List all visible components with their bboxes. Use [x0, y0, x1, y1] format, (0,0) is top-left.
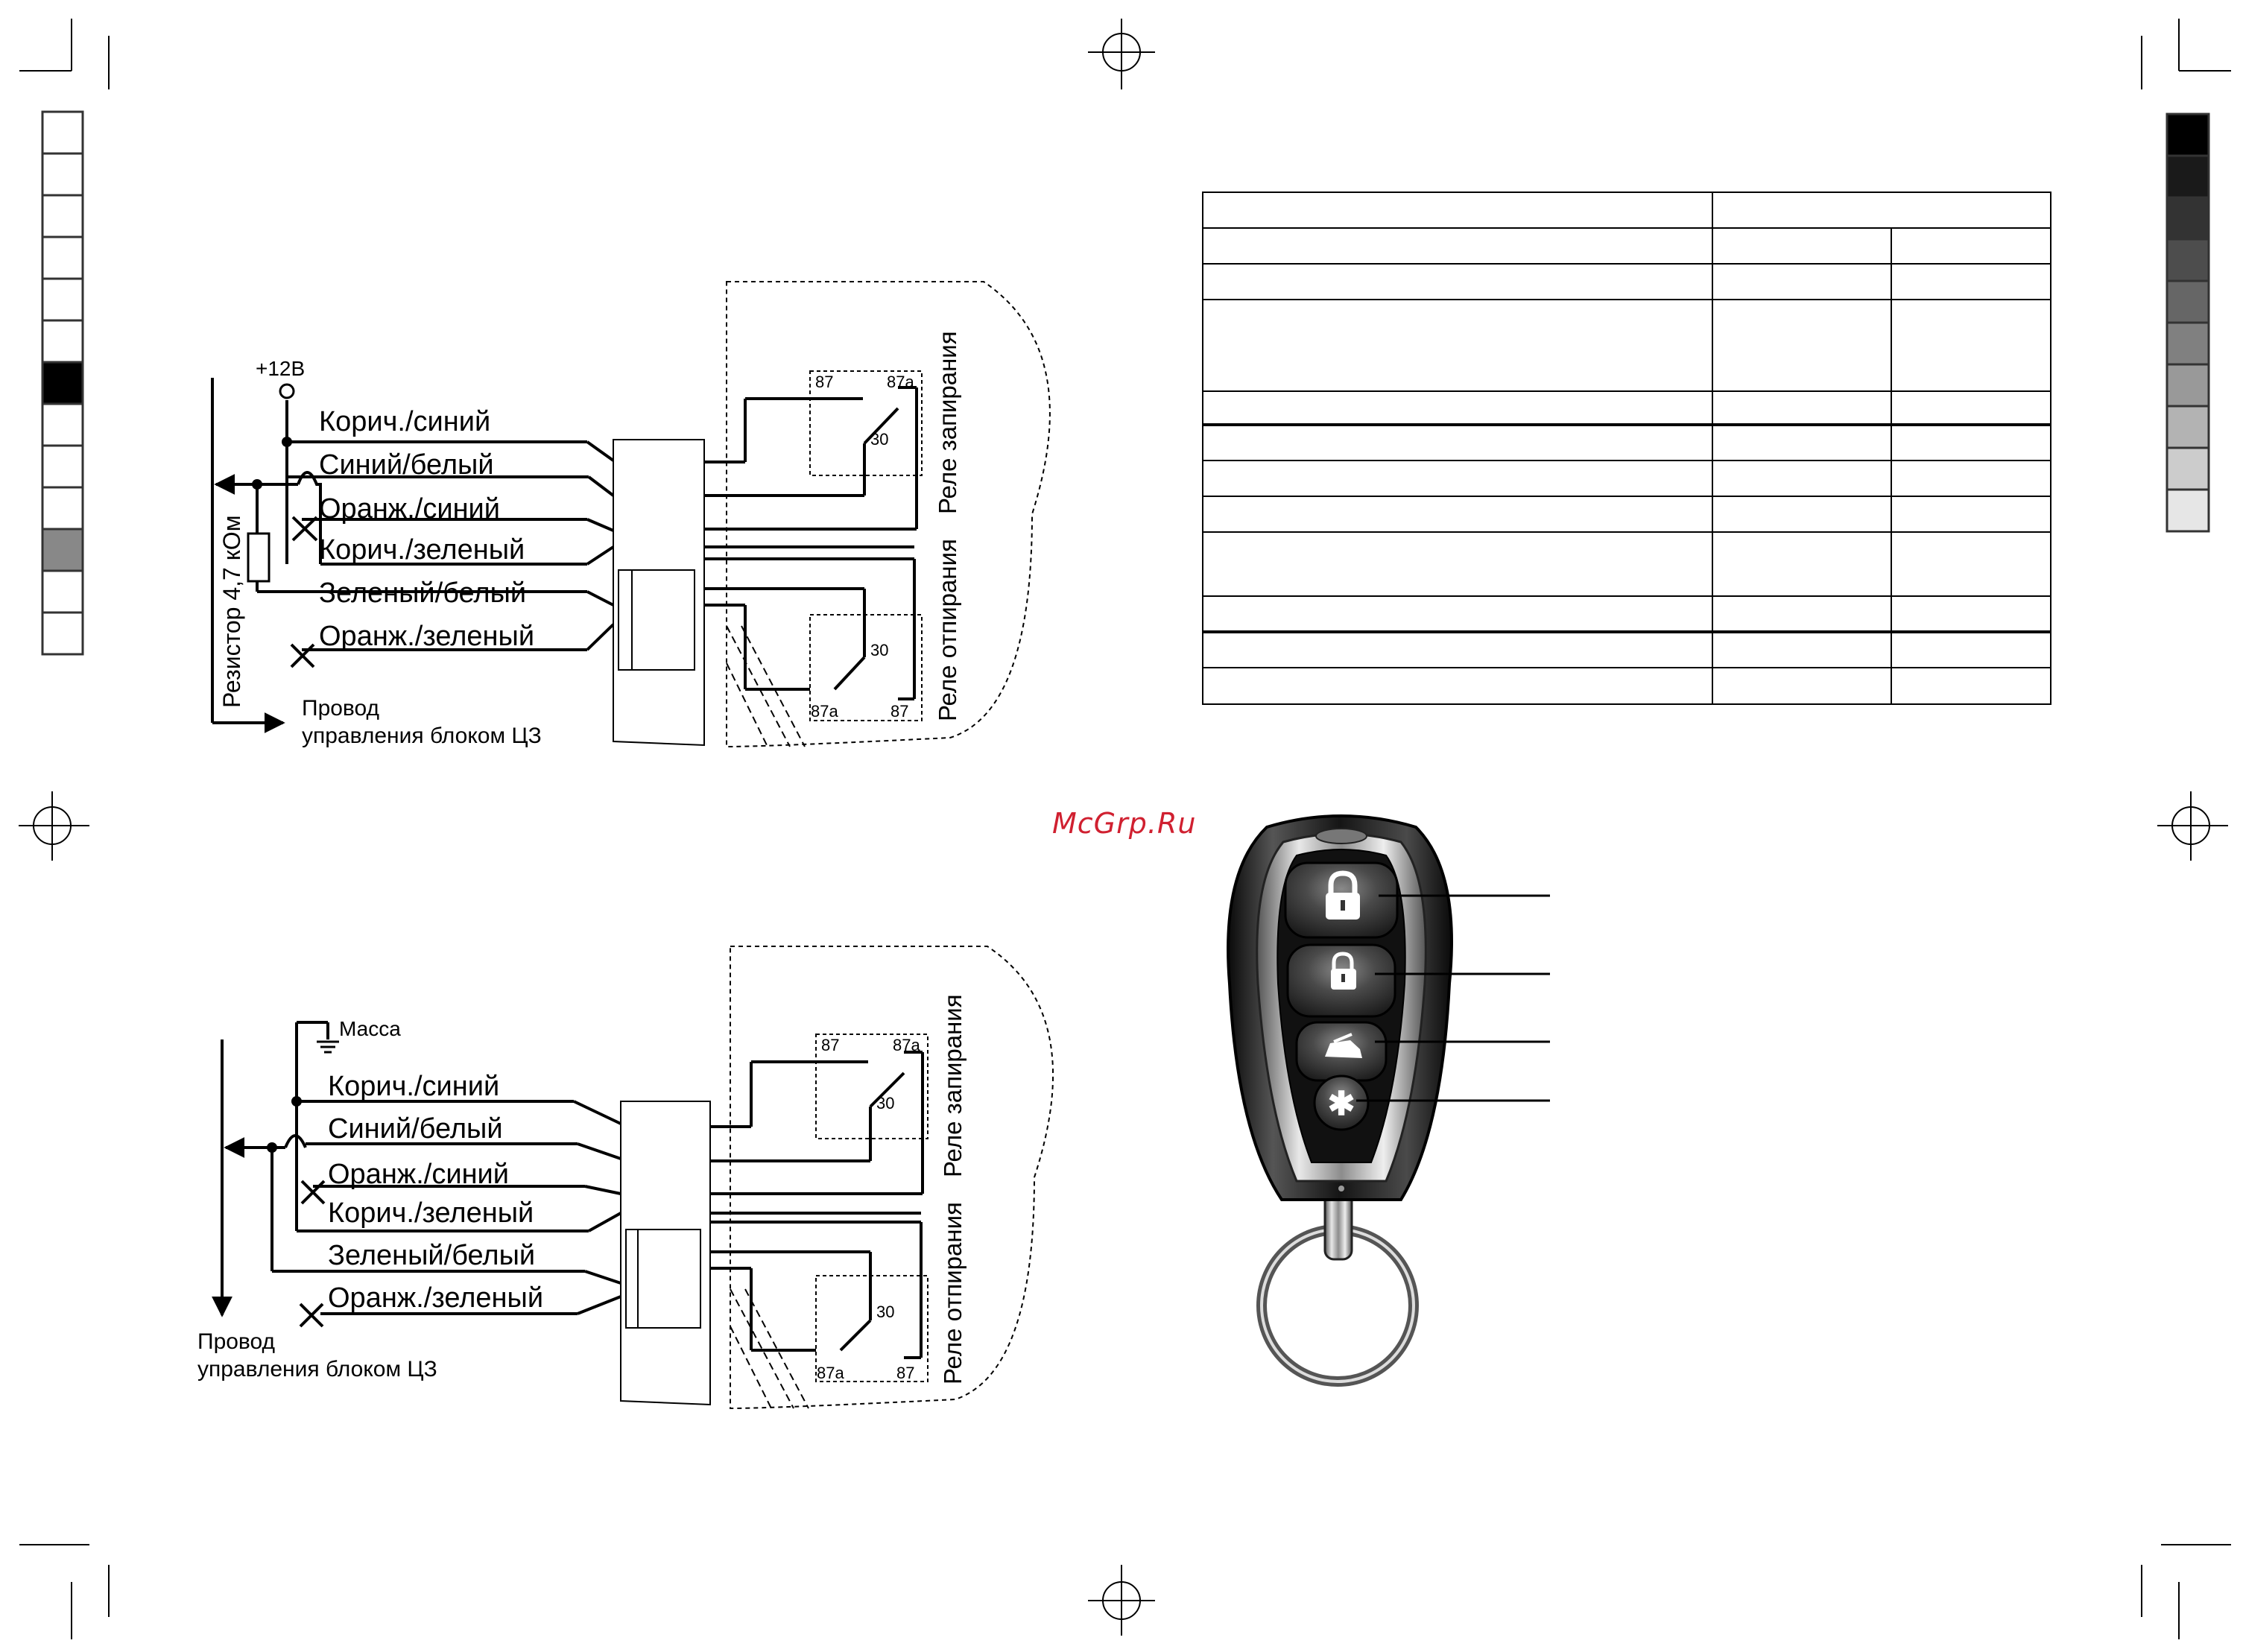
color-bar-patch — [41, 611, 84, 656]
wire-label-4: Корич./зеленый — [319, 534, 525, 566]
color-bar-patch — [41, 444, 84, 489]
grayscale-patch — [2166, 363, 2210, 408]
supply-terminal-top — [279, 383, 295, 399]
grayscale-patch — [2166, 113, 2210, 157]
grayscale-patch — [2166, 154, 2210, 199]
svg-text:87a: 87a — [893, 1036, 920, 1054]
svg-text:Оранж./синий: Оранж./синий — [328, 1159, 509, 1190]
svg-text:Зеленый/белый: Зеленый/белый — [328, 1240, 535, 1271]
color-bar-patch — [41, 486, 84, 531]
svg-text:87a: 87a — [817, 1364, 844, 1382]
wire-label-1: Корич./синий — [319, 406, 490, 437]
print-marks — [19, 19, 2231, 1639]
wire-label-6: Оранж./зеленый — [319, 621, 534, 652]
registration-mark-top — [1088, 19, 1155, 89]
remote-button-aux[interactable] — [1313, 1075, 1370, 1131]
wire-label-5: Зеленый/белый — [319, 577, 526, 609]
color-bar-patch — [41, 110, 84, 155]
registration-mark-right — [2157, 791, 2228, 861]
button-leader-lines — [1356, 894, 1550, 1102]
svg-text:Синий/белый: Синий/белый — [328, 1113, 503, 1145]
ground-label: Масса — [339, 1017, 401, 1040]
output-label-top-2: управления блоком ЦЗ — [302, 724, 542, 748]
color-bar-patch — [41, 402, 84, 447]
svg-text:30: 30 — [876, 1094, 894, 1113]
empty-table — [1202, 192, 2051, 705]
grayscale-bar-right — [2166, 113, 2210, 533]
output-label-bottom-2: управления блоком ЦЗ — [197, 1357, 437, 1382]
ground-symbol — [317, 1040, 339, 1054]
asterisk-icon: ✱ — [1328, 1086, 1355, 1122]
wire-label-3: Оранж./синий — [319, 493, 500, 525]
svg-text:87: 87 — [890, 702, 908, 721]
svg-text:87a: 87a — [811, 702, 838, 721]
color-bar-patch — [41, 528, 84, 572]
remote-key-fob: ✱ — [1227, 814, 1550, 1387]
wiring-diagram-ground: Масса Корич./синий Синий/белый Оранж./си… — [197, 946, 1054, 1410]
unlock-icon — [1331, 952, 1356, 990]
color-bar-patch — [41, 569, 84, 614]
svg-text:30: 30 — [870, 430, 888, 449]
wiring-diagram-positive: +12В Корич./синий Синий/белый Оранж./син… — [211, 281, 1051, 748]
watermark: McGrp.Ru — [1052, 807, 1197, 840]
resistor-label: Резистор 4,7 кОм — [218, 515, 245, 708]
color-bar-patch — [41, 361, 84, 405]
grayscale-patch — [2166, 446, 2210, 491]
registration-mark-bottom — [1088, 1565, 1155, 1636]
grayscale-patch — [2166, 405, 2210, 449]
resistor-top — [247, 532, 271, 583]
grayscale-patch — [2166, 196, 2210, 241]
relay-unlock-label-top: Реле отпирания — [934, 539, 961, 721]
relay-lock-label-top: Реле запирания — [934, 331, 961, 514]
svg-text:30: 30 — [870, 641, 888, 659]
svg-text:87: 87 — [815, 373, 833, 391]
color-bar-patch — [41, 152, 84, 197]
svg-text:Корич./зеленый: Корич./зеленый — [328, 1197, 534, 1229]
supply-label-top: +12В — [256, 357, 305, 380]
grayscale-patch — [2166, 321, 2210, 366]
module-outline-top — [726, 281, 1051, 748]
svg-text:87a: 87a — [887, 373, 914, 391]
color-bar-patch — [41, 277, 84, 322]
svg-text:87: 87 — [821, 1036, 839, 1054]
svg-text:Корич./синий: Корич./синий — [328, 1071, 499, 1102]
grayscale-patch — [2166, 488, 2210, 533]
svg-text:30: 30 — [876, 1303, 894, 1321]
svg-text:Реле запирания: Реле запирания — [939, 994, 967, 1177]
color-bar-left — [41, 110, 84, 656]
svg-text:Оранж./зеленый: Оранж./зеленый — [328, 1282, 543, 1314]
svg-text:Реле отпирания: Реле отпирания — [939, 1202, 967, 1384]
output-label-bottom-1: Провод — [197, 1329, 275, 1354]
registration-mark-left — [19, 791, 89, 861]
color-bar-patch — [41, 319, 84, 364]
output-label-top-1: Провод — [302, 696, 379, 721]
color-bar-patch — [41, 235, 84, 280]
color-bar-patch — [41, 194, 84, 238]
svg-text:87: 87 — [896, 1364, 914, 1382]
module-outline-bottom — [730, 946, 1054, 1410]
lock-icon — [1326, 870, 1360, 920]
trunk-icon — [1325, 1033, 1362, 1058]
wire-label-2: Синий/белый — [319, 449, 494, 481]
grayscale-patch — [2166, 238, 2210, 282]
grayscale-patch — [2166, 279, 2210, 324]
